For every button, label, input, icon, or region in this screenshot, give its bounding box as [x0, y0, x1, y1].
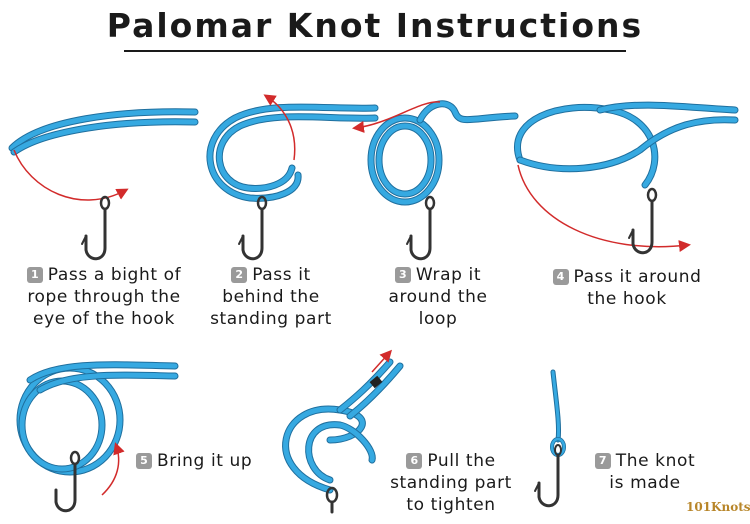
step-text: standing part: [210, 309, 332, 329]
step4-hook: [628, 187, 658, 255]
step-text: to tighten: [406, 495, 496, 515]
step3-rope-illustration: [367, 100, 519, 206]
page-title: Palomar Knot Instructions: [106, 6, 644, 45]
step-text: Bring it up: [157, 451, 253, 471]
step6-hook: [325, 486, 339, 514]
step5-arrow: [101, 442, 125, 496]
step6-arrow: [371, 349, 393, 373]
step3-arrow: [352, 101, 441, 133]
step1-arrow: [13, 149, 129, 201]
step4-rope-illustration: [514, 101, 739, 189]
step-text: rope through the: [27, 287, 181, 307]
step-text: is made: [609, 473, 681, 493]
brand-logo: 101Knots: [686, 500, 750, 514]
step-text: eye of the hook: [33, 309, 175, 329]
step-text: standing part: [390, 473, 512, 493]
step7-rope-illustration: [550, 369, 566, 457]
step-number-badge: 4: [552, 269, 569, 285]
step2-hook: [238, 195, 268, 261]
step-text: the hook: [587, 289, 667, 309]
step3-hook: [406, 195, 436, 261]
step-number-badge: 1: [26, 267, 43, 283]
step5-rope-illustration: [16, 361, 179, 476]
step7-hook: [534, 444, 562, 508]
step-text: Wrap it: [415, 265, 482, 285]
step-text: The knot: [615, 451, 696, 471]
step1-rope-illustration: [8, 108, 199, 156]
step-number-badge: 7: [594, 453, 611, 469]
step-text: Pull the: [427, 451, 496, 471]
title-underline: [124, 50, 626, 52]
step1-hook: [81, 195, 111, 261]
step4-arrow: [517, 164, 691, 252]
step6-rope-illustration: [282, 358, 404, 494]
step-number-badge: 2: [231, 267, 248, 283]
step-number-badge: 6: [406, 453, 423, 469]
step-text: Pass it around: [573, 267, 702, 287]
step-text: Pass it: [252, 265, 311, 285]
step5-hook: [54, 450, 81, 513]
step-text: around the: [388, 287, 488, 307]
step2-rope-illustration: [206, 103, 379, 202]
step-5-caption: 5 Bring it up: [136, 450, 276, 472]
step-text: loop: [418, 309, 458, 329]
step-number-badge: 5: [136, 453, 152, 469]
step2-arrow: [263, 94, 296, 161]
step-text: Pass a bight of: [47, 265, 182, 285]
step-number-badge: 3: [394, 267, 411, 283]
step-text: behind the: [222, 287, 320, 307]
